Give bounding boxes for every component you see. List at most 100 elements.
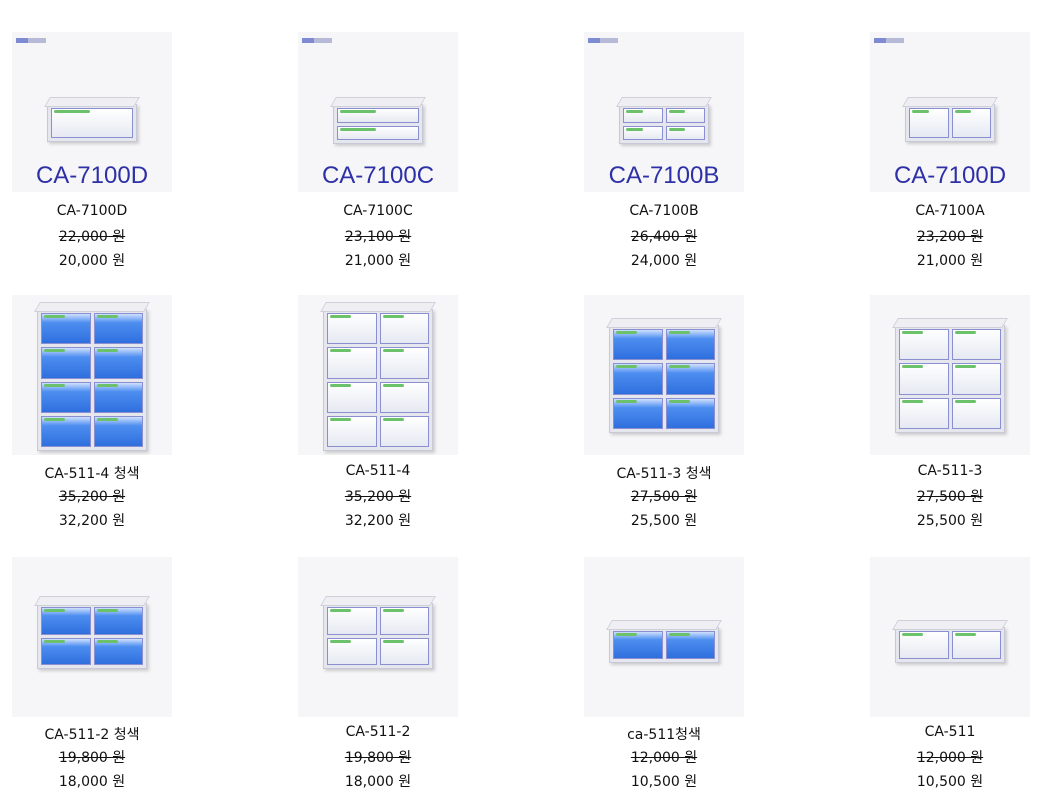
original-price: 35,200 원 (58, 489, 126, 505)
drawer (41, 381, 91, 413)
brand-logo (874, 38, 904, 43)
drawer (899, 329, 949, 361)
product-name[interactable]: CA-511 (924, 724, 976, 740)
product-name[interactable]: CA-511-3 청색 (616, 466, 712, 482)
sale-price: 25,500 원 (916, 513, 984, 529)
drawer (337, 108, 419, 123)
drawer (951, 631, 1001, 659)
product-name[interactable]: CA-7100D (56, 203, 128, 219)
drawer (93, 415, 143, 447)
product-image[interactable] (298, 557, 458, 717)
image-model-label: CA-7100C (321, 162, 435, 189)
product-name[interactable]: CA-511-2 (345, 724, 411, 740)
product-name[interactable]: CA-511-3 (917, 463, 983, 479)
drawer (327, 637, 377, 665)
drawer (613, 329, 663, 361)
image-model-label: CA-7100D (35, 162, 149, 189)
sale-price: 10,500 원 (916, 774, 984, 790)
drawer (909, 108, 949, 138)
product-name[interactable]: CA-7100A (915, 203, 985, 219)
cabinet-illustration (34, 596, 150, 669)
product-image[interactable] (584, 557, 744, 717)
drawer (327, 313, 377, 345)
original-price: 12,000 원 (630, 750, 698, 766)
drawer (665, 397, 715, 429)
cabinet-illustration (320, 302, 436, 451)
product-image[interactable] (870, 557, 1030, 717)
original-price: 12,000 원 (916, 750, 984, 766)
original-price: 27,500 원 (630, 489, 698, 505)
cabinet-illustration (34, 302, 150, 451)
original-price: 23,100 원 (344, 229, 412, 245)
cabinet-illustration (44, 97, 140, 142)
cabinet-illustration (606, 318, 722, 433)
cabinet-illustration (320, 596, 436, 669)
product-image[interactable] (870, 295, 1030, 455)
drawer (41, 347, 91, 379)
cabinet-illustration (616, 97, 712, 144)
product-name[interactable]: CA-7100B (629, 203, 699, 219)
brand-logo (302, 38, 332, 43)
drawer (327, 607, 377, 635)
drawer (665, 108, 705, 123)
product-image[interactable] (584, 295, 744, 455)
drawer (41, 607, 91, 635)
sale-price: 10,500 원 (630, 774, 698, 790)
original-price: 27,500 원 (916, 489, 984, 505)
cabinet-illustration (330, 97, 426, 144)
drawer (623, 125, 663, 140)
product-image[interactable] (12, 295, 172, 455)
drawer (379, 313, 429, 345)
original-price: 35,200 원 (344, 489, 412, 505)
original-price: 19,800 원 (344, 750, 412, 766)
original-price: 23,200 원 (916, 229, 984, 245)
product-image[interactable]: CA-7100C (298, 32, 458, 192)
drawer (665, 125, 705, 140)
original-price: 22,000 원 (58, 229, 126, 245)
sale-price: 32,200 원 (344, 513, 412, 529)
cabinet-illustration (902, 97, 998, 142)
drawer (327, 381, 377, 413)
drawer (41, 637, 91, 665)
product-name[interactable]: CA-511-4 청색 (44, 466, 140, 482)
drawer (379, 381, 429, 413)
original-price: 19,800 원 (58, 750, 126, 766)
product-name[interactable]: CA-7100C (343, 203, 413, 219)
drawer (379, 607, 429, 635)
sale-price: 18,000 원 (58, 774, 126, 790)
product-name[interactable]: CA-511-2 청색 (44, 727, 140, 743)
sale-price: 20,000 원 (58, 253, 126, 269)
drawer (613, 397, 663, 429)
drawer (327, 347, 377, 379)
drawer (337, 125, 419, 140)
sale-price: 24,000 원 (630, 253, 698, 269)
product-name[interactable]: CA-511-4 (345, 463, 411, 479)
drawer (951, 397, 1001, 429)
product-image[interactable]: CA-7100D (12, 32, 172, 192)
product-image[interactable]: CA-7100D (870, 32, 1030, 192)
product-image[interactable] (298, 295, 458, 455)
drawer (41, 415, 91, 447)
drawer (93, 347, 143, 379)
drawer (93, 637, 143, 665)
drawer (93, 381, 143, 413)
drawer (899, 631, 949, 659)
drawer (951, 329, 1001, 361)
drawer (613, 631, 663, 659)
drawer (951, 108, 991, 138)
drawer (379, 347, 429, 379)
drawer (899, 363, 949, 395)
drawer (951, 363, 1001, 395)
drawer (327, 415, 377, 447)
drawer (613, 363, 663, 395)
sale-price: 21,000 원 (344, 253, 412, 269)
drawer (899, 397, 949, 429)
product-image[interactable] (12, 557, 172, 717)
sale-price: 25,500 원 (630, 513, 698, 529)
sale-price: 18,000 원 (344, 774, 412, 790)
drawer (665, 631, 715, 659)
product-name[interactable]: ca-511청색 (627, 727, 701, 743)
drawer (51, 108, 133, 138)
product-image[interactable]: CA-7100B (584, 32, 744, 192)
brand-logo (16, 38, 46, 43)
